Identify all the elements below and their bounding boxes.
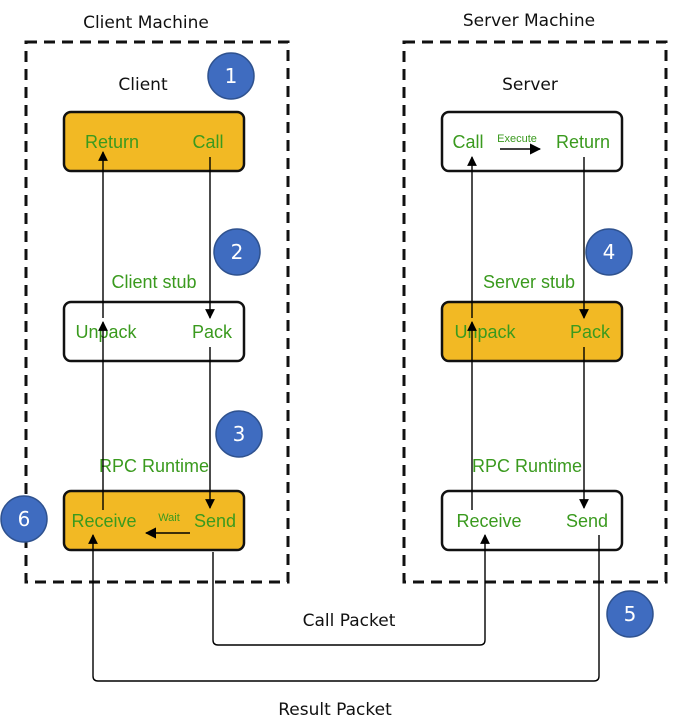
server-runtime-label: RPC Runtime [472, 456, 582, 476]
server-stub-label: Server stub [483, 272, 575, 292]
step-badge-1-label: 1 [225, 64, 238, 88]
step-badge-5-label: 5 [624, 602, 637, 626]
server-call-label: Call [452, 132, 483, 152]
server-pack-label: Pack [570, 322, 611, 342]
step-badge-3-label: 3 [233, 422, 246, 446]
client-receive-label: Receive [71, 511, 136, 531]
result-packet-label: Result Packet [278, 700, 392, 720]
server-label: Server [502, 75, 558, 95]
client-stub-box [62, 300, 246, 363]
server-unpack-label: Unpack [454, 322, 516, 342]
step-badge-4-label: 4 [603, 240, 616, 264]
client-pack-label: Pack [192, 322, 233, 342]
step-badge-6-label: 6 [18, 507, 31, 531]
server-receive-label: Receive [456, 511, 521, 531]
step-badge-2: 2 [213, 228, 261, 276]
call-packet-path [212, 534, 490, 646]
client-runtime-box [62, 489, 246, 552]
client-unpack-label: Unpack [75, 322, 137, 342]
server-machine-frame [402, 40, 668, 584]
server-send-label: Send [566, 511, 608, 531]
step-badge-4: 4 [585, 228, 633, 276]
server-return-label: Return [556, 132, 610, 152]
server-execute-label: Execute [497, 133, 537, 145]
client-machine-title: Client Machine [83, 13, 209, 33]
step-badge-3: 3 [215, 410, 263, 458]
client-runtime-label: RPC Runtime [99, 456, 209, 476]
step-badge-6: 6 [0, 495, 48, 543]
server-app-box [440, 110, 624, 173]
result-packet-path [88, 534, 600, 682]
client-stub-label: Client stub [111, 272, 196, 292]
step-badge-2-label: 2 [231, 240, 244, 264]
call-packet-label: Call Packet [303, 611, 396, 631]
step-badge-1: 1 [207, 52, 255, 100]
client-machine-frame [24, 40, 290, 584]
client-call-label: Call [192, 132, 223, 152]
server-machine-title: Server Machine [463, 11, 595, 31]
server-stub-box [440, 300, 624, 363]
client-return-label: Return [85, 132, 139, 152]
step-badge-5: 5 [606, 590, 654, 638]
client-wait-label: Wait [158, 512, 180, 524]
client-label: Client [118, 75, 168, 95]
client-app-box [62, 110, 246, 173]
client-send-label: Send [194, 511, 236, 531]
